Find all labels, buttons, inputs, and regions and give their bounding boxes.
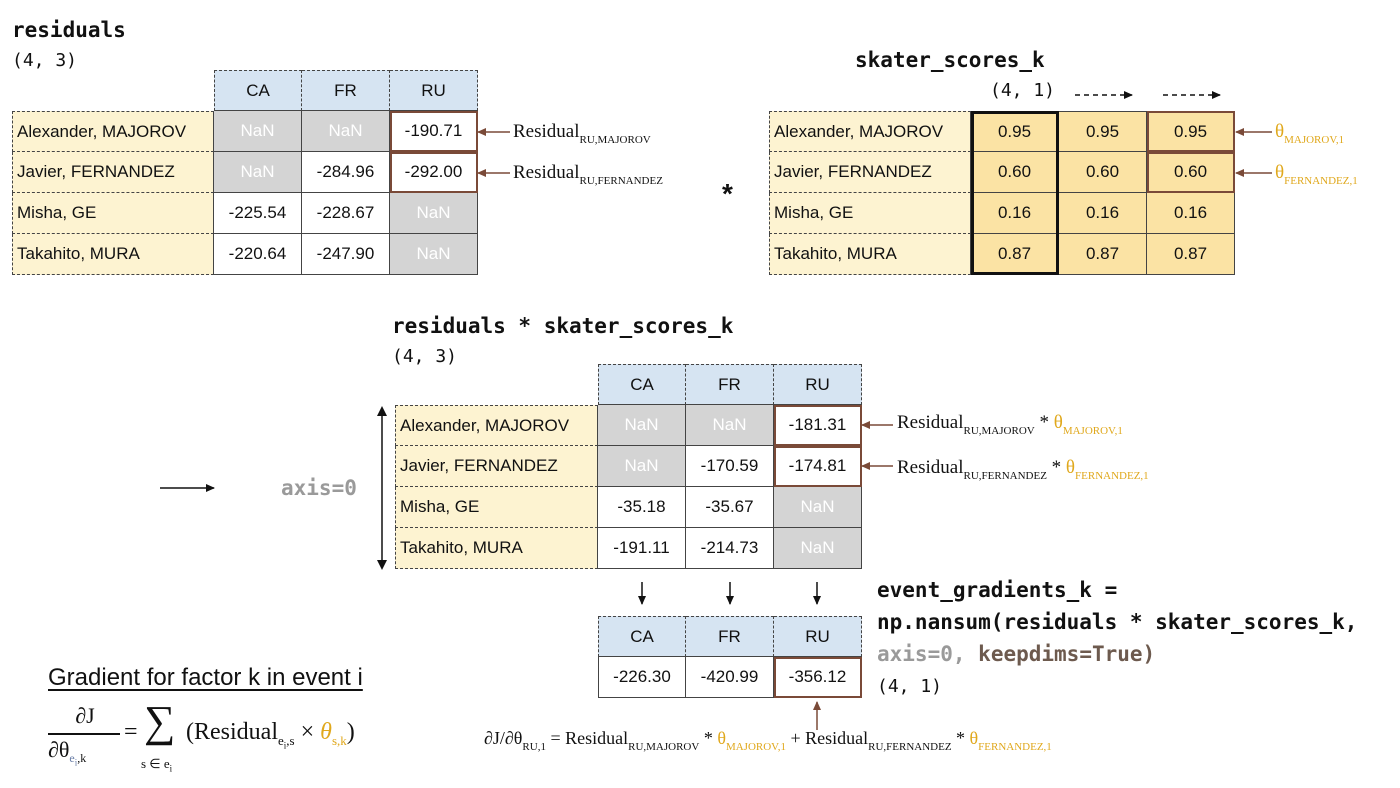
product-title: residuals * skater_scores_k [392, 314, 734, 338]
value-cell: 0.87 [1147, 234, 1235, 275]
value-cell: -174.81 [774, 446, 862, 487]
row-label: Misha, GE [395, 487, 598, 528]
row-label: Javier, FERNANDEZ [12, 152, 214, 193]
column-header-ru: RU [390, 70, 478, 111]
formula-term: (Residualei,s × θs,k) [186, 719, 355, 751]
value-cell: -190.71 [390, 111, 478, 152]
value-cell: -292.00 [390, 152, 478, 193]
row-label: Takahito, MURA [769, 234, 971, 275]
gradient-value: -420.99 [686, 657, 774, 698]
value-cell: -191.11 [598, 528, 686, 569]
column-header-fr: FR [302, 70, 390, 111]
value-cell: -225.54 [214, 193, 302, 234]
row-label: Alexander, MAJOROV [769, 111, 971, 152]
row-label: Alexander, MAJOROV [12, 111, 214, 152]
gradient-value: -356.12 [774, 657, 862, 698]
gradient-header-ru: RU [774, 616, 862, 657]
value-cell: 0.95 [1059, 111, 1147, 152]
gradient-header-ca: CA [598, 616, 686, 657]
column-header-ca: CA [598, 364, 686, 405]
value-cell: -284.96 [302, 152, 390, 193]
code-line-2: np.nansum(residuals * skater_scores_k, [877, 610, 1358, 634]
value-cell: -247.90 [302, 234, 390, 275]
theta-fernandez-annotation: θFERNANDEZ,1 [1275, 162, 1358, 187]
row-label: Javier, FERNANDEZ [769, 152, 971, 193]
product-fernandez-annotation: ResidualRU,FERNANDEZ * θFERNANDEZ,1 [897, 457, 1149, 482]
value-cell: 0.87 [1059, 234, 1147, 275]
value-cell: 0.60 [1147, 152, 1235, 193]
axis-arrow-up [377, 406, 387, 416]
value-cell: -170.59 [686, 446, 774, 487]
scores-shape: (4, 1) [990, 80, 1056, 101]
scores-title: skater_scores_k [855, 48, 1045, 72]
theta-majorov-annotation: θMAJOROV,1 [1275, 121, 1345, 146]
formula-heading: Gradient for factor k in event i [48, 664, 363, 691]
value-cell: -220.64 [214, 234, 302, 275]
axis-label: axis=0 [281, 476, 357, 500]
nan-cell: NaN [774, 528, 862, 569]
product-shape: (4, 3) [392, 346, 458, 367]
nan-cell: NaN [390, 193, 478, 234]
fraction-bar [48, 733, 120, 735]
nan-cell: NaN [302, 111, 390, 152]
gradients-shape: (4, 1) [877, 676, 943, 697]
axis-arrow-down [377, 560, 387, 570]
row-label: Javier, FERNANDEZ [395, 446, 598, 487]
value-cell: -214.73 [686, 528, 774, 569]
nan-cell: NaN [774, 487, 862, 528]
row-label: Misha, GE [769, 193, 971, 234]
product-majorov-annotation: ResidualRU,MAJOROV * θMAJOROV,1 [897, 412, 1123, 437]
gradient-equation: ∂J/∂θRU,1 = ResidualRU,MAJOROV * θMAJORO… [484, 728, 1052, 753]
row-label: Misha, GE [12, 193, 214, 234]
residual-majorov-annotation: ResidualRU,MAJOROV [513, 121, 651, 146]
code-line-1: event_gradients_k = [877, 578, 1118, 602]
value-cell: 0.60 [1059, 152, 1147, 193]
value-cell: 0.16 [971, 193, 1059, 234]
nan-cell: NaN [214, 152, 302, 193]
row-label: Takahito, MURA [12, 234, 214, 275]
residual-fernandez-annotation: ResidualRU,FERNANDEZ [513, 162, 663, 187]
row-label: Alexander, MAJOROV [395, 405, 598, 446]
code-line-3: axis=0, keepdims=True) [877, 642, 1155, 666]
nan-cell: NaN [598, 405, 686, 446]
row-label: Takahito, MURA [395, 528, 598, 569]
formula-equals: = [124, 719, 138, 745]
value-cell: -228.67 [302, 193, 390, 234]
column-header-ca: CA [214, 70, 302, 111]
residuals-shape: (4, 3) [12, 50, 78, 71]
nan-cell: NaN [214, 111, 302, 152]
value-cell: -35.67 [686, 487, 774, 528]
gradient-header-fr: FR [686, 616, 774, 657]
value-cell: 0.16 [1059, 193, 1147, 234]
value-cell: -35.18 [598, 487, 686, 528]
sigma-symbol: ∑ [144, 697, 176, 746]
formula-numerator: ∂J [75, 703, 95, 728]
nan-cell: NaN [390, 234, 478, 275]
residuals-title: residuals [12, 18, 126, 42]
gradient-value: -226.30 [598, 657, 686, 698]
sigma-under: s ∈ ei [141, 756, 173, 774]
formula-denominator: ∂θei,k [48, 737, 87, 768]
nan-cell: NaN [598, 446, 686, 487]
value-cell: 0.60 [971, 152, 1059, 193]
value-cell: 0.16 [1147, 193, 1235, 234]
multiply-sign: * [722, 178, 733, 209]
code-axis: axis=0, [877, 642, 966, 666]
value-cell: 0.95 [1147, 111, 1235, 152]
column-header-fr: FR [686, 364, 774, 405]
code-keepdims: keepdims=True) [978, 642, 1156, 666]
nan-cell: NaN [686, 405, 774, 446]
column-header-ru: RU [774, 364, 862, 405]
